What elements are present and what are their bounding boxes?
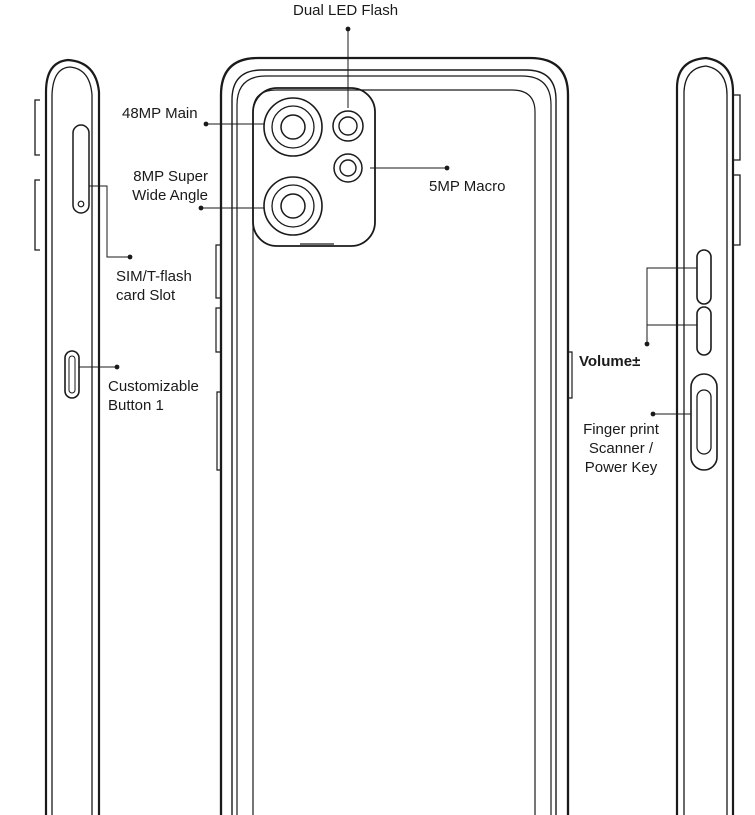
- fingerprint-label: Finger print Scanner / Power Key: [575, 420, 667, 477]
- main-camera-lens: [263, 97, 323, 157]
- macro-camera-label: 5MP Macro: [429, 177, 505, 196]
- volume-down-button: [696, 306, 712, 356]
- fingerprint-key: [690, 373, 718, 471]
- phone-back-view: [215, 56, 573, 815]
- fingerprint-label-line1: Finger print: [583, 421, 659, 438]
- sim-slot-label: SIM/T-flash card Slot: [116, 267, 192, 305]
- sim-eject-hole: [77, 200, 85, 208]
- right-side-view: [675, 56, 741, 815]
- left-side-view: [34, 58, 101, 815]
- flash-label-text: Dual LED Flash: [293, 2, 399, 19]
- camera-module: [252, 87, 376, 247]
- customizable-button-label-line1: Customizable: [108, 378, 199, 395]
- led-flash: [332, 110, 364, 142]
- sim-slot-label-line1: SIM/T-flash: [116, 268, 192, 285]
- volume-label: Volume±: [579, 352, 640, 371]
- main-camera-label: 48MP Main: [122, 104, 198, 123]
- customizable-button-label: Customizable Button 1: [108, 377, 199, 415]
- fingerprint-label-line2: Scanner /: [588, 440, 654, 457]
- wide-camera-label-line2: Wide Angle: [132, 187, 208, 204]
- volume-label-text: Volume±: [579, 353, 641, 370]
- main-camera-label-text: 48MP Main: [122, 105, 198, 122]
- customizable-button: [64, 350, 80, 399]
- flash-label: Dual LED Flash: [293, 1, 398, 20]
- wide-camera-label: 8MP Super Wide Angle: [122, 167, 208, 205]
- macro-camera-lens: [333, 153, 363, 183]
- wide-camera-lens: [263, 176, 323, 236]
- macro-camera-label-text: 5MP Macro: [429, 178, 506, 195]
- leader-lines: [79, 26, 697, 417]
- wide-camera-label-line1: 8MP Super: [133, 168, 208, 185]
- sim-tray: [72, 124, 90, 214]
- volume-up-button: [696, 249, 712, 305]
- sim-slot-label-line2: card Slot: [116, 287, 176, 304]
- fingerprint-label-line3: Power Key: [584, 459, 658, 476]
- customizable-button-label-line2: Button 1: [108, 397, 164, 414]
